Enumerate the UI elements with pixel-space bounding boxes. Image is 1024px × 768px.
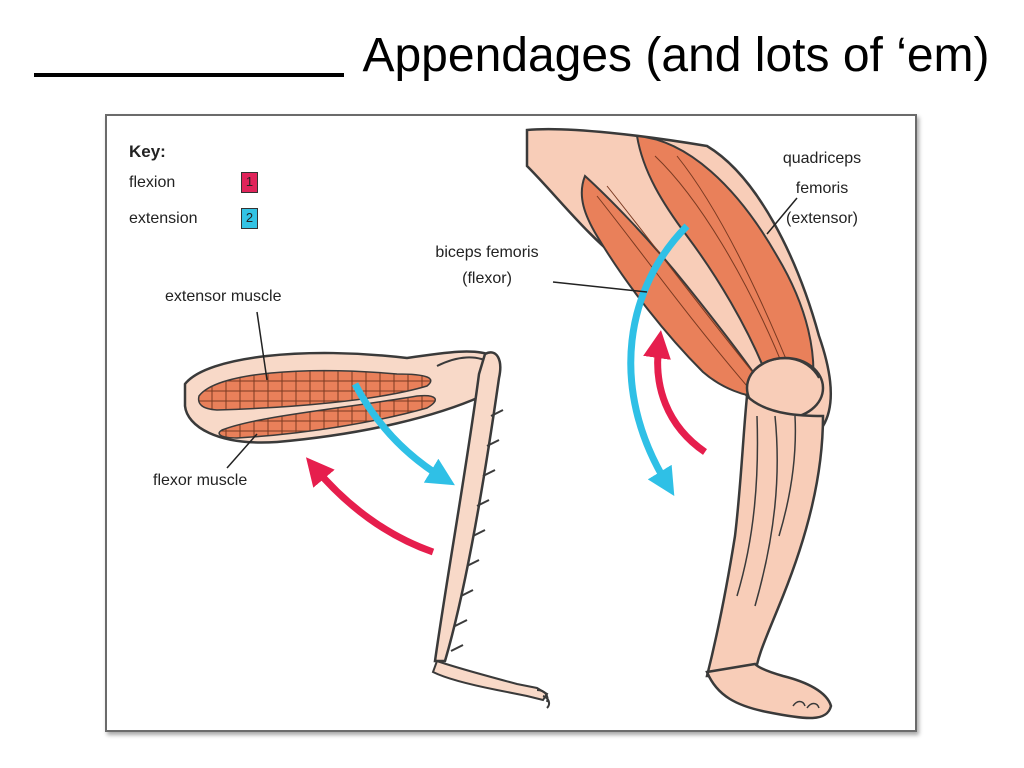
human-foot	[705, 662, 833, 720]
key-swatch-extension: 2	[241, 208, 258, 229]
key-swatch-flexion: 1	[241, 172, 258, 193]
fill-in-blank	[34, 33, 345, 77]
human-lower-leg	[705, 393, 825, 678]
key-heading: Key:	[129, 142, 166, 161]
insect-tibia	[433, 351, 502, 663]
insect-tarsus	[431, 659, 549, 702]
label-flexor-muscle: flexor muscle	[153, 472, 248, 489]
label-quadriceps-femoris: quadriceps femoris (extensor)	[747, 144, 897, 234]
key-label-flexion: flexion	[129, 174, 176, 191]
slide-title: Appendages (and lots of ‘em)	[0, 28, 1024, 83]
insect-flexion-arrow	[305, 457, 435, 556]
insect-leg	[183, 311, 551, 709]
diagram-artwork	[183, 127, 833, 720]
key-label-extension: extension	[129, 210, 198, 227]
flexor-muscle-fibers	[218, 394, 437, 439]
human-extension-arrow	[627, 223, 690, 496]
insect-extension-arrow	[351, 382, 455, 486]
label-biceps-line1: biceps femoris	[435, 244, 539, 261]
label-quad-line1: quadriceps	[782, 150, 862, 167]
muscle-diagram: Key: flexion 1 extension 2 extensor musc…	[105, 114, 917, 732]
label-quad-line3: (extensor)	[785, 210, 859, 227]
title-text: Appendages (and lots of ‘em)	[362, 29, 990, 82]
human-leg	[525, 127, 833, 720]
extensor-muscle-fibers	[197, 369, 432, 411]
label-quad-line2: femoris	[795, 180, 849, 197]
label-biceps-femoris: biceps femoris (flexor)	[407, 244, 567, 288]
label-biceps-line2: (flexor)	[462, 270, 512, 287]
label-extensor-muscle: extensor muscle	[165, 288, 282, 305]
human-flexion-arrow	[643, 330, 707, 455]
